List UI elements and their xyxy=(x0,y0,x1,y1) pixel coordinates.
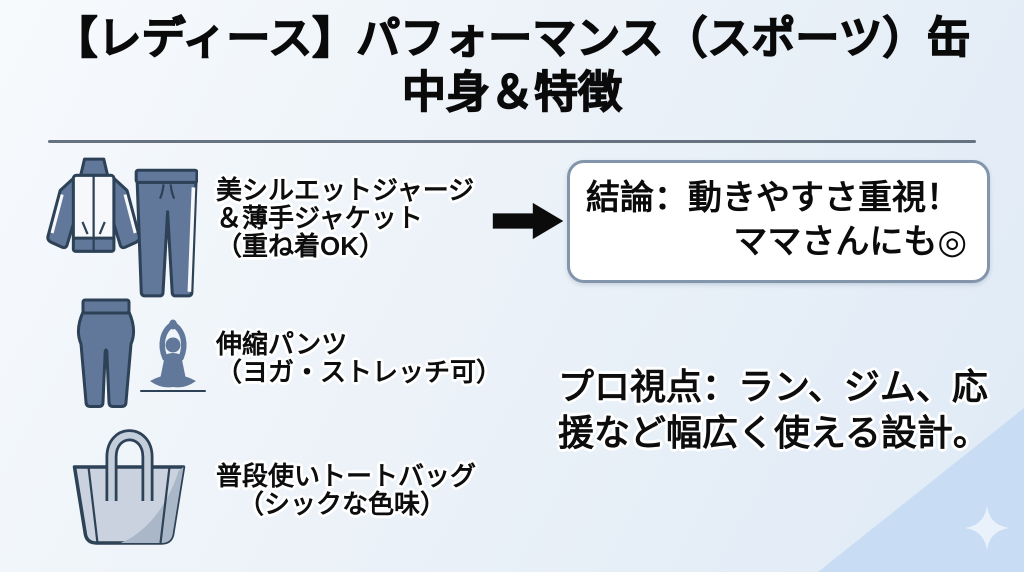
conclusion-line-2: ママさんにも◎ xyxy=(733,223,967,261)
tote-bag-icon xyxy=(72,429,186,545)
page-title: 【レディース】パフォーマンス（スポーツ）缶 中身＆特徴 xyxy=(0,12,1024,120)
pro-note-line-1: プロ視点：ラン、ジム、応 xyxy=(558,366,988,407)
item-1-line-2: ＆薄手ジャケット xyxy=(216,203,423,233)
item-description-tracksuit: 美シルエットジャージ ＆薄手ジャケット （重ね着OK） xyxy=(216,176,516,260)
conclusion-box: 結論：動きやすさ重視！ ママさんにも◎ xyxy=(567,160,990,283)
item-2-line-2: （ヨガ・ストレッチ可） xyxy=(216,357,503,387)
item-1-line-3: （重ね着OK） xyxy=(216,231,386,261)
conclusion-line-1: 結論：動きやすさ重視！ xyxy=(586,179,960,217)
item-description-tote: 普段使いトートバッグ （シックな色味） xyxy=(216,462,536,518)
item-3-line-1: 普段使いトートバッグ xyxy=(216,461,477,491)
jogger-pants-illustration xyxy=(134,168,198,298)
title-divider xyxy=(48,140,976,143)
tracksuit-icon xyxy=(46,157,198,298)
item-3-line-2: （シックな色味） xyxy=(238,489,447,519)
item-1-line-1: 美シルエットジャージ xyxy=(216,175,475,205)
item-description-leggings: 伸縮パンツ （ヨガ・ストレッチ可） xyxy=(216,330,546,386)
title-line-2: 中身＆特徴 xyxy=(401,67,622,117)
item-2-line-1: 伸縮パンツ xyxy=(216,329,348,359)
sparkle-icon xyxy=(964,505,1010,551)
right-arrow-icon xyxy=(492,202,564,240)
yoga-pose-icon xyxy=(140,319,206,392)
pro-note-line-2: 援など幅広く使える設計。 xyxy=(558,412,989,453)
title-line-1: 【レディース】パフォーマンス（スポーツ）缶 xyxy=(53,13,971,63)
pro-note: プロ視点：ラン、ジム、応 援など幅広く使える設計。 xyxy=(558,364,1018,456)
leggings-icon xyxy=(76,298,136,408)
jacket-illustration xyxy=(46,157,141,253)
